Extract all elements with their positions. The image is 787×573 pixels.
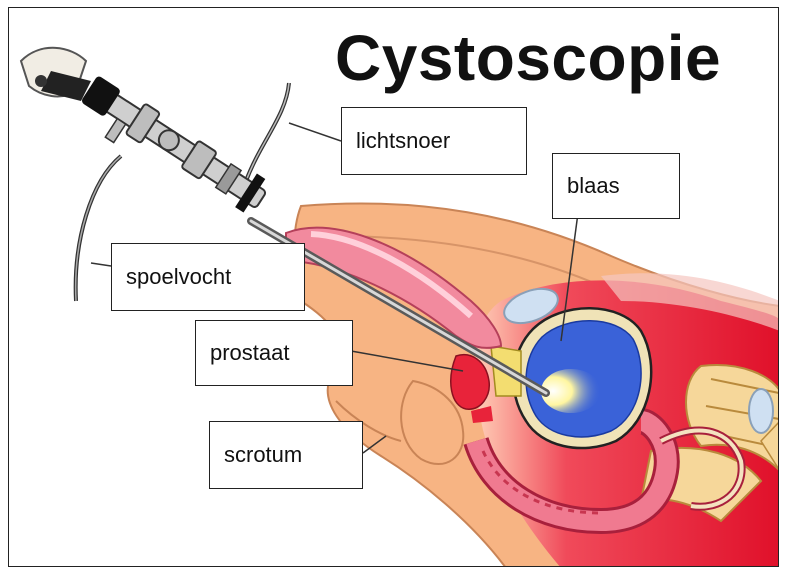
diagram-title: Cystoscopie xyxy=(335,26,721,90)
cystoscope-body xyxy=(21,48,272,227)
label-spoelvocht: spoelvocht xyxy=(111,243,305,311)
label-scrotum: scrotum xyxy=(209,421,363,489)
diagram-frame: Cystoscopie lichtsnoer blaas spoelvocht … xyxy=(8,7,779,567)
label-blaas: blaas xyxy=(552,153,680,219)
label-lichtsnoer: lichtsnoer xyxy=(341,107,527,175)
label-prostaat: prostaat xyxy=(195,320,353,386)
